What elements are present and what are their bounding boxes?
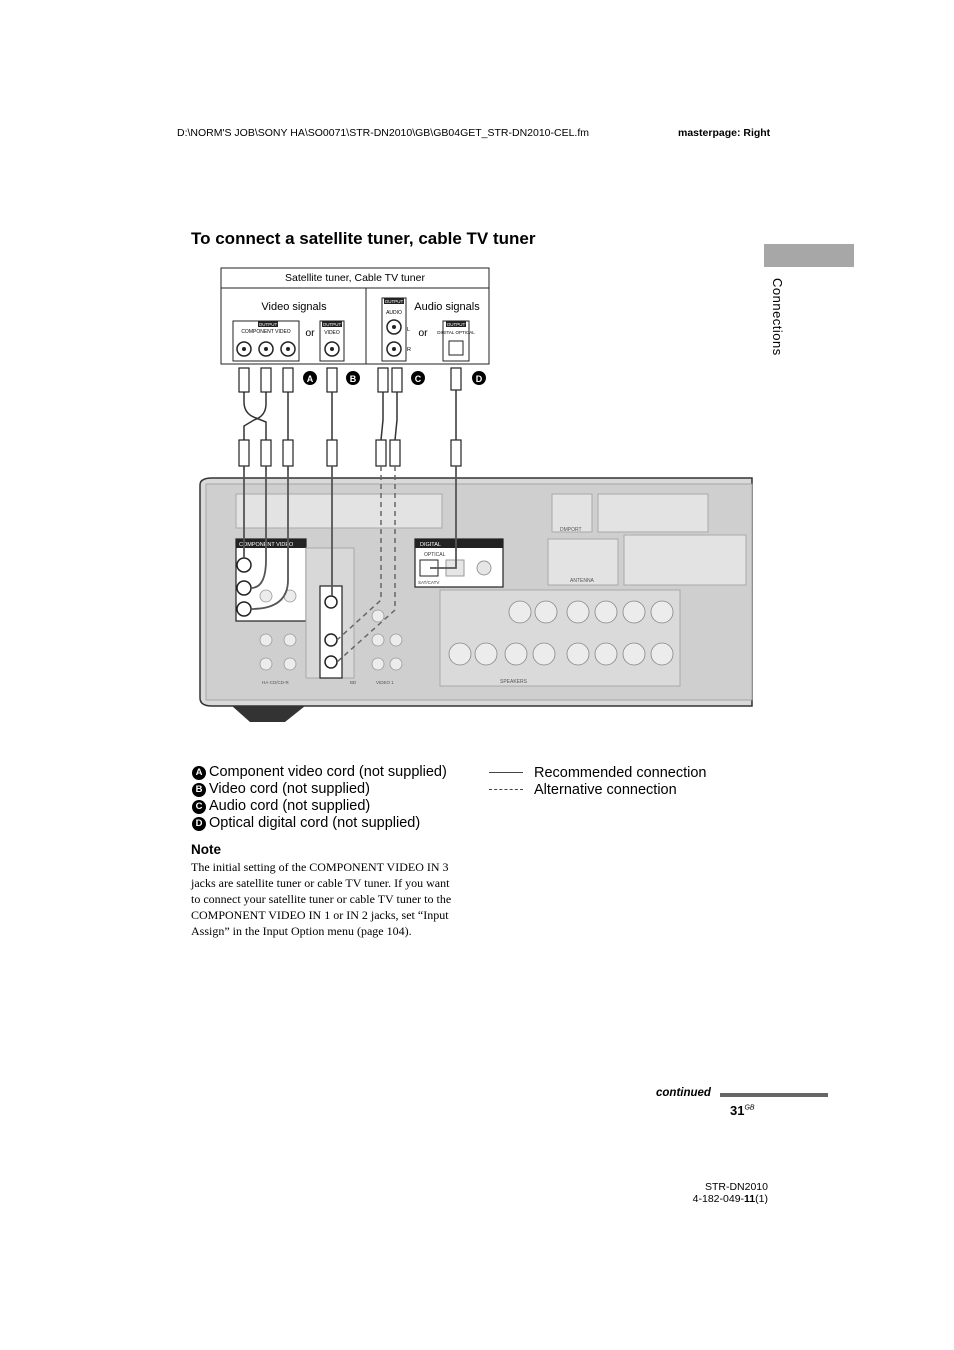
tuner-audio-label: AUDIO	[386, 310, 402, 316]
svg-text:OUTPUT: OUTPUT	[385, 299, 404, 304]
note-text: The initial setting of the COMPONENT VID…	[191, 860, 452, 938]
svg-text:OUTPUT: OUTPUT	[447, 322, 466, 327]
note-heading: Note	[191, 842, 221, 857]
section-label: Connections	[770, 278, 785, 356]
badge-d-icon: D	[192, 816, 206, 831]
badge-c-icon: C	[415, 374, 422, 384]
receiver-optical-label: OPTICAL	[424, 552, 446, 558]
audio-signals-label: Audio signals	[414, 301, 480, 313]
cord-badges: A B C D	[303, 371, 486, 385]
audio-cord-r	[394, 392, 398, 441]
receiver-dmport-label: DMPORT	[560, 527, 582, 533]
satellite-tuner-box: Satellite tuner, Cable TV tuner Video si…	[220, 267, 490, 365]
badge-b-icon: B	[350, 374, 357, 384]
tuner-title: Satellite tuner, Cable TV tuner	[285, 272, 425, 284]
badge-d-icon: D	[476, 374, 483, 384]
receiver-antenna-label: ANTENNA	[570, 578, 595, 584]
badge-a-icon: A	[192, 765, 206, 780]
badge-a-icon: A	[307, 374, 314, 384]
tuner-component-label: COMPONENT VIDEO	[241, 329, 290, 335]
svg-text:OUTPUT: OUTPUT	[323, 322, 342, 327]
receiver-satcatv-label: SAT/CATV	[418, 580, 439, 585]
audio-cord-l	[380, 392, 384, 441]
receiver-rear-panel: COMPONENT VIDEO DIGITAL OPTICAL SAT/CATV…	[199, 477, 753, 722]
tuner-optical-label: DIGITAL OPTICAL	[437, 330, 475, 335]
receiver-digital-label: DIGITAL	[420, 542, 441, 548]
part-code: 4-182-049-11(1)	[692, 1193, 768, 1205]
svg-text:HA-CD/CD-R: HA-CD/CD-R	[262, 680, 289, 685]
receiver-speakers-label: SPEAKERS	[500, 679, 528, 685]
badge-b-icon: B	[192, 782, 206, 797]
solid-line-icon	[489, 772, 523, 773]
key-recommended: Recommended connection	[489, 764, 707, 781]
video-signals-label: Video signals	[261, 301, 327, 313]
badge-c-icon: C	[192, 799, 206, 814]
receiver-video1-label: VIDEO 1	[376, 680, 394, 685]
dashed-line-icon	[489, 789, 523, 790]
key-alternative: Alternative connection	[489, 781, 707, 798]
masterpage-label: masterpage: Right	[678, 127, 771, 139]
page-title: To connect a satellite tuner, cable TV t…	[191, 229, 536, 248]
or-label-audio: or	[418, 327, 428, 339]
svg-text:L: L	[407, 327, 410, 333]
continued-label: continued	[656, 1087, 711, 1099]
svg-text:R: R	[407, 347, 411, 353]
page-number: 31GB	[730, 1103, 755, 1118]
file-path: D:\NORM'S JOB\SONY HA\SO0071\STR-DN2010\…	[177, 127, 590, 139]
receiver-bd-label: BD	[350, 680, 357, 685]
svg-text:OUTPUT: OUTPUT	[259, 322, 278, 327]
section-tab	[764, 244, 854, 267]
tuner-video-label: VIDEO	[324, 330, 340, 336]
line-key: Recommended connection Alternative conne…	[489, 764, 707, 798]
or-label-video: or	[305, 327, 315, 339]
continued-bar	[720, 1093, 828, 1097]
model-number: STR-DN2010	[704, 1181, 768, 1193]
model-info: STR-DN2010 4-182-049-11(1)	[690, 1181, 768, 1205]
connection-diagram: COMPONENT VIDEO DIGITAL OPTICAL SAT/CATV…	[199, 267, 753, 722]
